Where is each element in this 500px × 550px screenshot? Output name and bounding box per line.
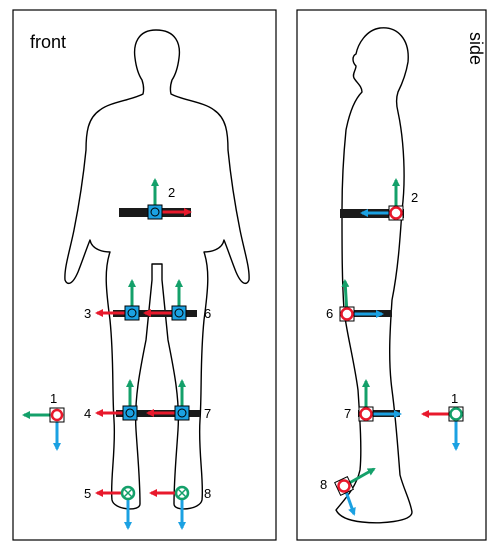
front-body-silhouette — [64, 29, 250, 510]
sensor-label: 3 — [84, 306, 91, 321]
sensor-7-side: 7 — [344, 379, 402, 422]
sensor-5-front: 5 — [84, 485, 136, 530]
sensor-label: 7 — [344, 406, 351, 421]
side-panel-title: side — [466, 32, 486, 65]
y-axis-into-page-marker — [123, 488, 133, 498]
legend-sensor-1-front: 1 — [22, 391, 65, 451]
side-panel: side 2 6 7 — [296, 9, 487, 541]
sensor-label: 7 — [204, 406, 211, 421]
x-axis-marker — [50, 408, 64, 422]
sensor-label: 2 — [411, 190, 418, 205]
z-axis-marker — [174, 308, 184, 318]
sensor-unit — [171, 305, 187, 321]
sensor-6-front: 6 — [143, 279, 211, 321]
sensor-7-front: 7 — [146, 379, 211, 421]
sensor-unit — [174, 405, 190, 421]
x-axis-marker — [340, 307, 354, 321]
sensor-label: 5 — [84, 486, 91, 501]
sensor-3-front: 3 — [84, 279, 140, 321]
front-panel-title: front — [30, 32, 66, 52]
front-panel: front 2 3 6 — [12, 9, 277, 541]
y-axis-into-page-marker — [177, 488, 187, 498]
sensor-label: 8 — [320, 477, 327, 492]
sensor-unit — [147, 204, 163, 220]
sensor-8-side: 8 — [320, 467, 376, 516]
side-body-silhouette — [335, 27, 413, 524]
sensor-label: 4 — [84, 406, 91, 421]
sensor-label: 6 — [204, 306, 211, 321]
sensor-4-front: 4 — [84, 379, 138, 421]
sensor-unit — [124, 305, 140, 321]
x-axis-marker — [337, 479, 351, 493]
sensor-2-front: 2 — [147, 178, 192, 220]
z-axis-marker — [127, 308, 137, 318]
z-axis-marker — [177, 408, 187, 418]
sensor-label: 2 — [168, 185, 175, 200]
sensor-2-side: 2 — [360, 178, 418, 221]
y-axis-marker — [449, 407, 463, 421]
legend-sensor-1-side: 1 — [421, 391, 464, 451]
sensor-label: 8 — [204, 486, 211, 501]
sensor-6-side: 6 — [326, 279, 384, 322]
legend-sensor-label: 1 — [50, 391, 57, 406]
x-axis-marker — [359, 407, 373, 421]
sensor-8-front: 8 — [149, 485, 211, 530]
x-axis-marker — [389, 206, 403, 220]
sensor-unit — [122, 405, 138, 421]
sensor-label: 6 — [326, 306, 333, 321]
z-axis-marker — [150, 207, 160, 217]
z-axis-marker — [125, 408, 135, 418]
legend-sensor-label: 1 — [451, 391, 458, 406]
